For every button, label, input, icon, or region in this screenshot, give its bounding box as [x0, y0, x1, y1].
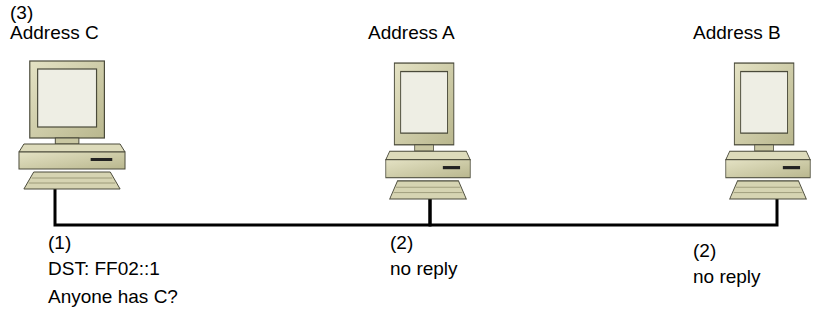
callout-number: (1) — [48, 232, 71, 254]
computer-node: Address B — [693, 22, 813, 200]
callout-number: (3) — [10, 2, 33, 24]
note-text: no reply — [390, 258, 458, 280]
address-label: Address B — [693, 22, 781, 44]
note-text: DST: FF02::1 — [48, 258, 160, 280]
address-label: Address C — [10, 22, 99, 44]
address-label: Address A — [368, 22, 455, 44]
computer-node: Address A — [368, 22, 488, 200]
computer-icon — [725, 62, 811, 200]
callout-number: (2) — [390, 232, 413, 254]
computer-node: Address C — [10, 22, 140, 190]
computer-icon — [18, 60, 126, 190]
note-text: no reply — [693, 266, 761, 288]
note-text: Anyone has C? — [48, 286, 178, 308]
bus-line — [430, 200, 777, 225]
callout-number: (2) — [693, 240, 716, 262]
computer-icon — [385, 62, 471, 200]
bus-line — [55, 190, 430, 225]
